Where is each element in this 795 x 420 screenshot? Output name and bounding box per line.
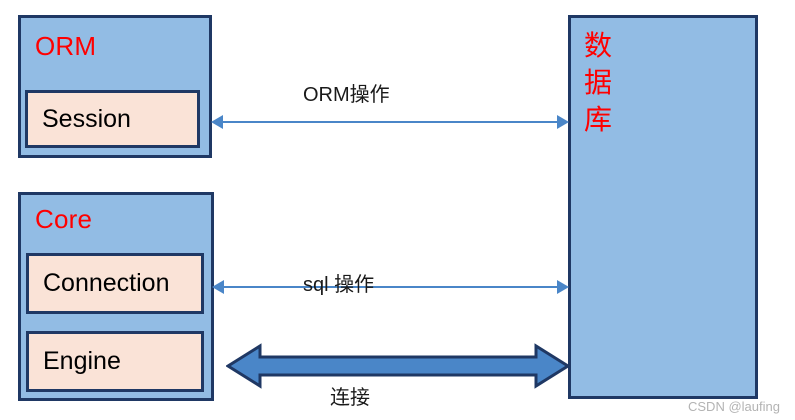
database-box[interactable] bbox=[568, 15, 758, 399]
arrowhead-right-icon bbox=[557, 280, 569, 294]
arrow-shaft bbox=[219, 121, 561, 123]
connector-label-sql-operation: sql 操作 bbox=[303, 274, 375, 296]
component-box-engine[interactable]: Engine bbox=[26, 331, 204, 392]
component-box-session[interactable]: Session bbox=[25, 90, 200, 148]
connector-label-orm-operation: ORM操作 bbox=[303, 84, 390, 106]
component-box-connection[interactable]: Connection bbox=[26, 253, 204, 314]
group-title-core: Core bbox=[35, 204, 93, 234]
component-label-connection: Connection bbox=[43, 269, 170, 297]
arrowhead-right-icon bbox=[557, 115, 569, 129]
database-label: 数 据 库 bbox=[583, 30, 612, 135]
connector-orm-operation bbox=[211, 113, 569, 131]
connector-sql-operation bbox=[212, 278, 569, 296]
arrow-shaft bbox=[220, 286, 561, 288]
connector-label-connection-link: 连接 bbox=[330, 387, 370, 409]
arrowhead-left-icon bbox=[211, 115, 223, 129]
component-label-session: Session bbox=[42, 104, 131, 133]
group-title-orm: ORM bbox=[35, 31, 97, 61]
connector-connection-link bbox=[226, 343, 570, 389]
arrowhead-left-icon bbox=[212, 280, 224, 294]
thick-double-arrow-icon bbox=[226, 343, 570, 389]
component-label-engine: Engine bbox=[43, 347, 121, 375]
watermark: CSDN @laufing bbox=[688, 399, 780, 414]
